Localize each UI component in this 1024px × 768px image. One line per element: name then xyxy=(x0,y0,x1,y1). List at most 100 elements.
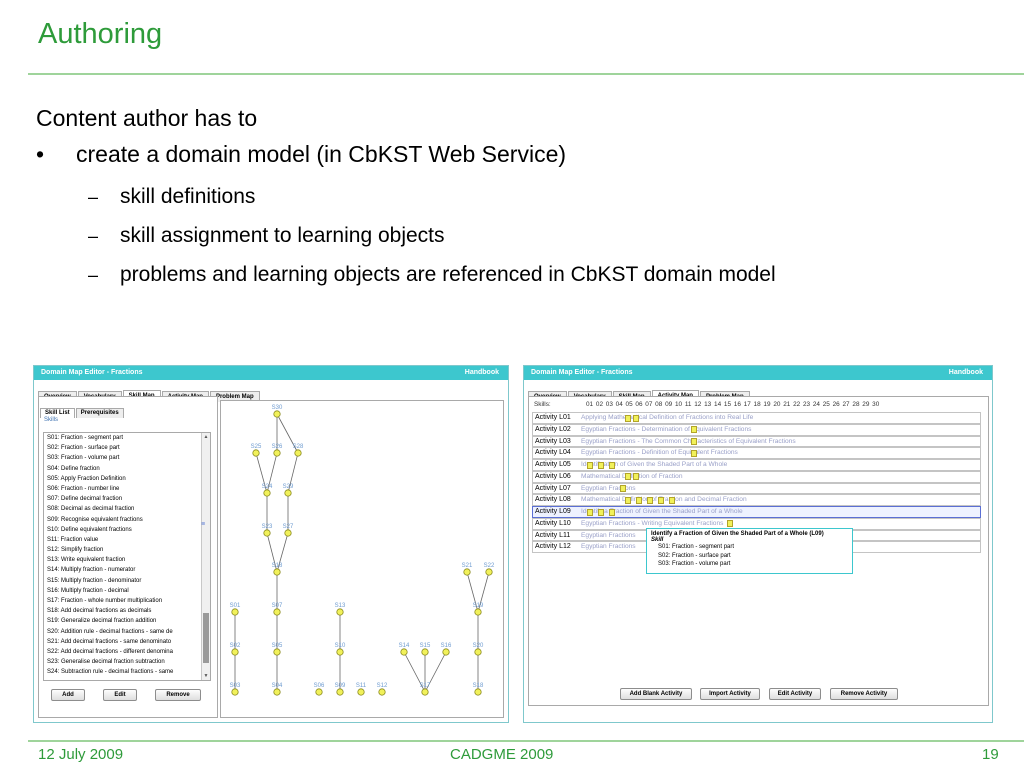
skill-assignment-marker[interactable] xyxy=(691,449,697,457)
skill-node[interactable] xyxy=(273,410,281,418)
skill-assignment-marker[interactable] xyxy=(609,508,615,516)
skill-node[interactable] xyxy=(485,568,493,576)
skill-node[interactable] xyxy=(273,568,281,576)
skill-node[interactable] xyxy=(463,568,471,576)
skill-assignment-marker[interactable] xyxy=(598,508,604,516)
skill-assignment-marker[interactable] xyxy=(587,508,593,516)
skill-node[interactable] xyxy=(231,608,239,616)
tab-prerequisites[interactable]: Prerequisites xyxy=(75,408,124,418)
skill-node[interactable] xyxy=(252,449,260,457)
skill-assignment-marker[interactable] xyxy=(691,438,697,445)
skill-node[interactable] xyxy=(336,648,344,656)
import-activity-button[interactable]: Import Activity xyxy=(700,688,760,700)
skill-list-item[interactable]: S23: Generalise decimal fraction subtrac… xyxy=(47,659,165,666)
skill-node[interactable] xyxy=(336,608,344,616)
skill-list-item[interactable]: S06: Fraction - number line xyxy=(47,485,120,492)
skill-node[interactable] xyxy=(231,688,239,696)
skill-node[interactable] xyxy=(336,688,344,696)
skill-assignment-marker[interactable] xyxy=(609,461,615,469)
skill-list-item[interactable]: S24: Subtraction rule - decimal fraction… xyxy=(47,669,174,676)
skill-list-item[interactable]: S08: Decimal as decimal fraction xyxy=(47,506,135,513)
add-skill-button[interactable]: Add xyxy=(51,689,85,701)
skill-list-item[interactable]: S19: Generalize decimal fraction additio… xyxy=(47,618,157,625)
skill-list-item[interactable]: S21: Add decimal fractions - same denomi… xyxy=(47,638,172,645)
skill-node[interactable] xyxy=(273,449,281,457)
skill-assignment-marker[interactable] xyxy=(625,496,631,504)
skill-list-scrollbar[interactable]: ▲ ▼ xyxy=(201,433,210,680)
skill-node[interactable] xyxy=(273,608,281,616)
skill-node[interactable] xyxy=(378,688,386,696)
skill-node[interactable] xyxy=(273,648,281,656)
remove-skill-button[interactable]: Remove xyxy=(155,689,201,701)
skill-node[interactable] xyxy=(315,688,323,696)
skill-assignment-marker[interactable] xyxy=(669,496,675,504)
tab-skill-list[interactable]: Skill List xyxy=(40,408,75,418)
skill-list-item[interactable]: S07: Define decimal fraction xyxy=(47,496,123,503)
skill-node[interactable] xyxy=(474,608,482,616)
skill-assignment-marker[interactable] xyxy=(633,414,639,422)
skill-assignment-marker[interactable] xyxy=(587,461,593,469)
skill-list-item[interactable]: S22: Add decimal fractions - different d… xyxy=(47,648,173,655)
skill-assignment-marker[interactable] xyxy=(625,473,631,481)
skill-assignment-marker[interactable] xyxy=(598,461,604,469)
skill-list-item[interactable]: S17: Fraction - whole number multiplicat… xyxy=(47,598,163,604)
skill-assignment-marker[interactable] xyxy=(691,426,697,434)
skill-assignment-marker[interactable] xyxy=(647,496,653,504)
skill-list-item[interactable]: S16: Multiply fraction - decimal xyxy=(47,587,129,594)
skill-list-item[interactable]: S11: Fraction value xyxy=(47,536,99,543)
skill-node[interactable] xyxy=(400,648,408,656)
scroll-up-icon[interactable]: ▲ xyxy=(203,434,209,440)
skill-assignment-marker[interactable] xyxy=(636,496,642,504)
skill-assignment-marker[interactable] xyxy=(620,485,626,492)
handbook-link[interactable]: Handbook xyxy=(464,369,499,376)
skill-list-item[interactable]: S04: Define fraction xyxy=(47,465,100,472)
skill-node[interactable] xyxy=(284,489,292,497)
skill-node[interactable] xyxy=(474,648,482,656)
skill-list-item[interactable]: S18: Add decimal fractions as decimals xyxy=(47,608,152,615)
skill-list-item[interactable]: S14: Multiply fraction - numerator xyxy=(47,567,136,574)
skill-node[interactable] xyxy=(263,529,271,537)
skill-list-item[interactable]: S05: Apply Fraction Definition xyxy=(47,475,126,482)
skill-list-item[interactable]: S10: Define equivalent fractions xyxy=(47,526,132,533)
skill-node[interactable] xyxy=(421,688,429,696)
skill-node[interactable] xyxy=(421,648,429,656)
edit-skill-button[interactable]: Edit xyxy=(103,689,137,701)
skill-node[interactable] xyxy=(442,648,450,656)
skill-assignment-marker[interactable] xyxy=(658,496,664,504)
handbook-link[interactable]: Handbook xyxy=(948,369,983,376)
edit-activity-button[interactable]: Edit Activity xyxy=(769,688,821,700)
add-blank-activity-button[interactable]: Add Blank Activity xyxy=(620,688,692,700)
skill-list-item[interactable]: S09: Recognise equivalent fractions xyxy=(47,516,143,523)
scroll-down-icon[interactable]: ▼ xyxy=(203,673,209,679)
skill-node[interactable] xyxy=(474,688,482,696)
skill-node[interactable] xyxy=(294,449,302,457)
skill-node[interactable] xyxy=(357,688,365,696)
skill-list-item[interactable]: S02: Fraction - surface part xyxy=(47,445,120,452)
skill-list-item[interactable]: S20: Addition rule - decimal fractions -… xyxy=(47,628,173,635)
skill-assignment-marker[interactable] xyxy=(633,473,639,481)
skill-list-item[interactable]: S13: Write equivalent fraction xyxy=(47,557,126,564)
skill-assignment-marker[interactable] xyxy=(625,414,631,422)
skill-list-item[interactable]: S01: Fraction - segment part xyxy=(47,435,124,441)
skill-list-item[interactable]: S15: Multiply fraction - denominator xyxy=(47,577,142,584)
remove-activity-button[interactable]: Remove Activity xyxy=(830,688,898,700)
scroll-thumb[interactable] xyxy=(203,613,209,663)
skill-node[interactable] xyxy=(231,648,239,656)
skill-list-item[interactable]: S12: Simplify fraction xyxy=(47,547,104,554)
skill-assignment-marker[interactable] xyxy=(727,520,733,528)
skill-node[interactable] xyxy=(263,489,271,497)
skill-list-item[interactable]: S03: Fraction - volume part xyxy=(47,455,120,462)
skill-node[interactable] xyxy=(273,688,281,696)
